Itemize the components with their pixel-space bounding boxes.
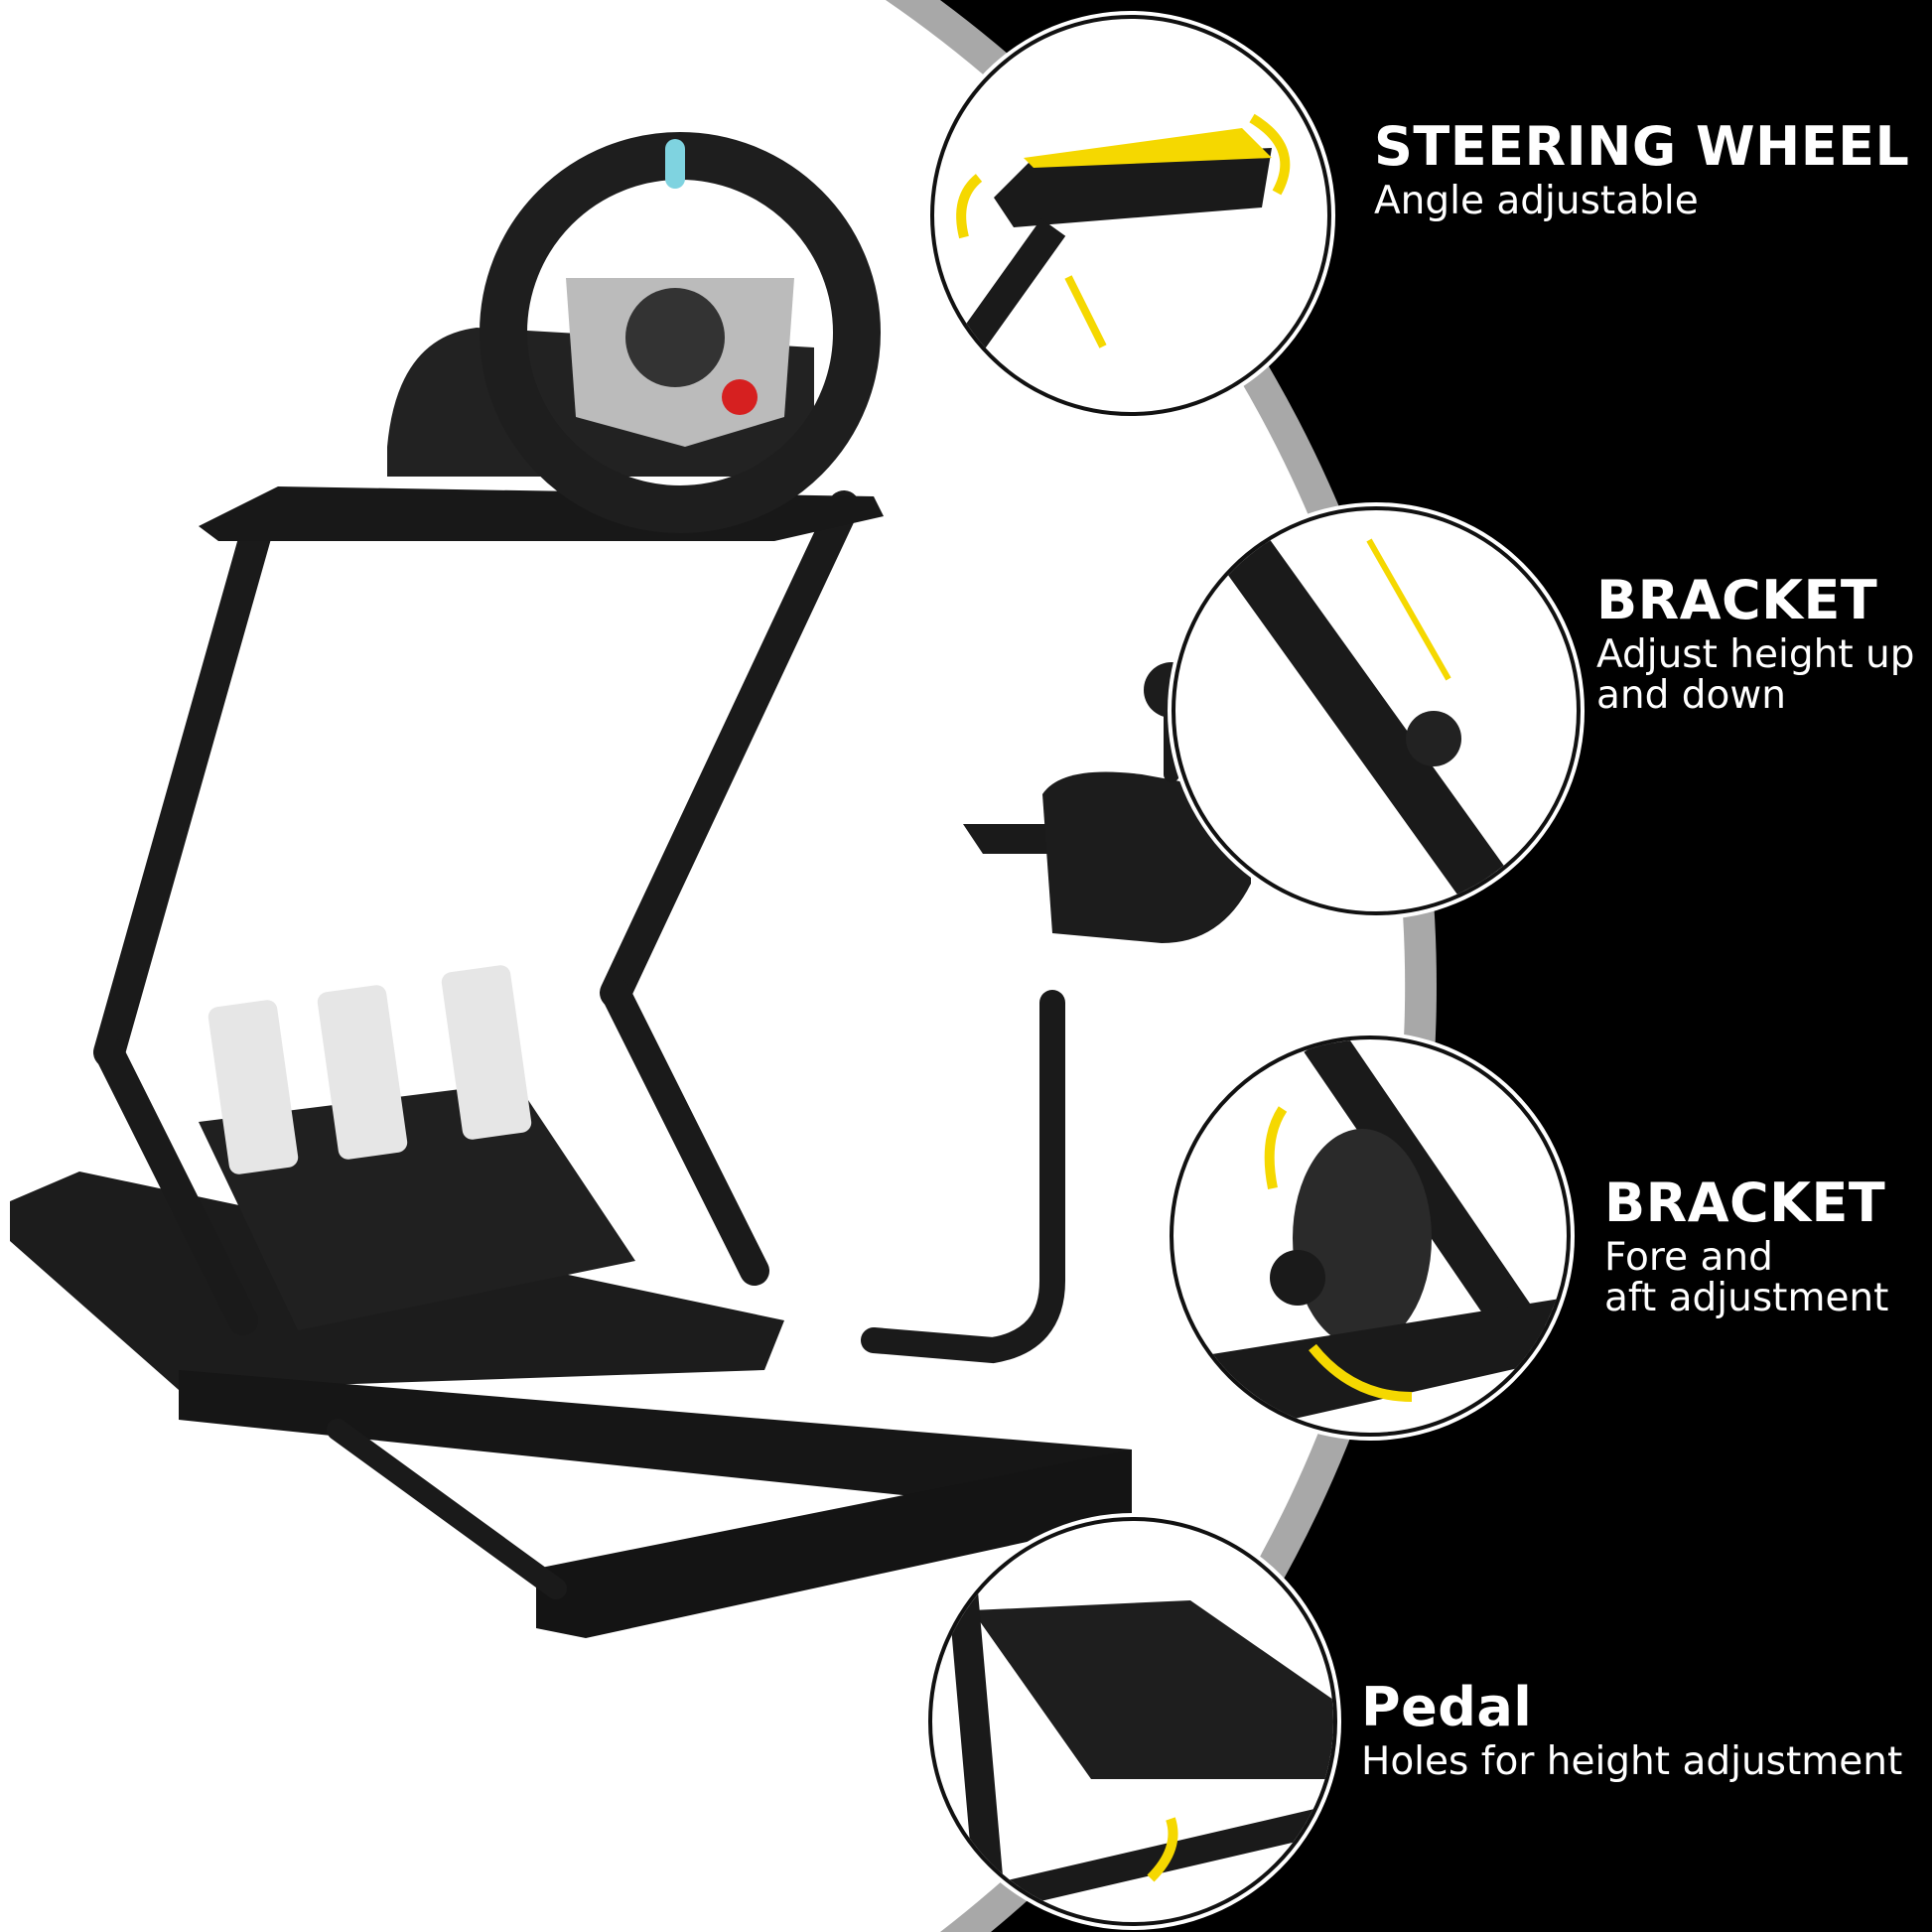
wheel-stand-product: [10, 132, 1251, 1638]
feature-title: BRACKET: [1596, 569, 1878, 631]
subtitle-line: aft adjustment: [1604, 1276, 1889, 1321]
feature-title: Pedal: [1361, 1676, 1533, 1738]
feature-title: BRACKET: [1604, 1172, 1886, 1234]
feature-subtitle: Angle adjustable: [1374, 179, 1699, 224]
subtitle-line: Fore and: [1604, 1235, 1773, 1281]
subtitle-line: and down: [1596, 673, 1787, 719]
steering-mount-illustration: [941, 113, 1291, 375]
pedal-plate-illustration: [947, 1579, 1333, 1922]
feature-subtitle: Holes for height adjustment: [1361, 1739, 1903, 1785]
bracket-fore-aft-illustration: [1193, 1039, 1567, 1433]
subtitle-line: Adjust height up: [1596, 632, 1915, 678]
inset-bracket-fore-aft-detail: [1170, 1035, 1571, 1437]
bracket-height-illustration: [1192, 510, 1526, 911]
inset-bracket-height-detail: [1172, 506, 1581, 915]
feature-title: STEERING WHEEL: [1374, 115, 1910, 178]
inset-steering-wheel-detail: [930, 15, 1331, 416]
feature-steering-wheel: STEERING WHEEL Angle adjustable: [1374, 117, 1909, 222]
inset-pedal-detail: [928, 1517, 1337, 1926]
feature-pedal: Pedal Holes for height adjustment: [1361, 1678, 1902, 1783]
